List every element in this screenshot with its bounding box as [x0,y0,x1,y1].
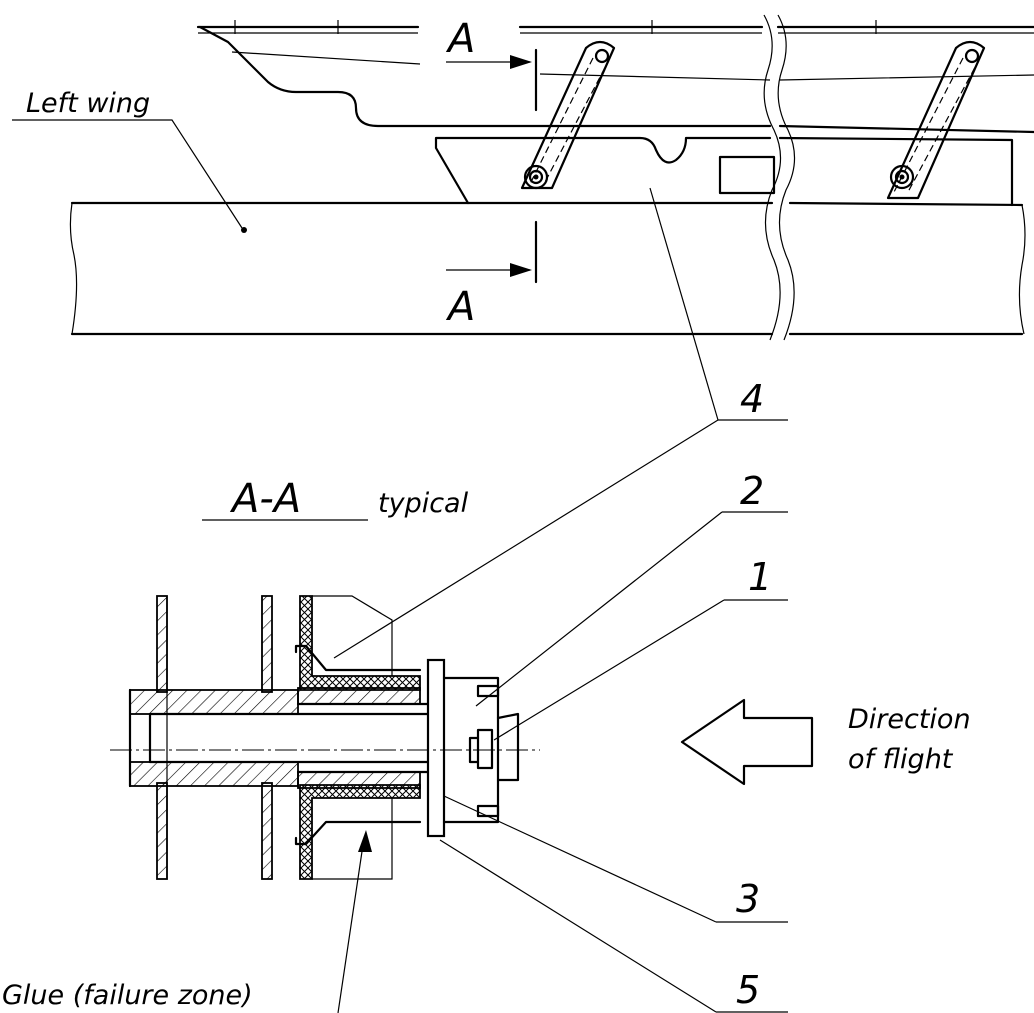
flight-text-line1: Direction [848,704,971,735]
bushing-upper [129,689,299,715]
flight-direction: Direction of flight [680,698,971,786]
hinge-fairing [434,136,1014,207]
flange-plate [426,658,446,838]
left-wing-text: Left wing [26,88,150,119]
callout-3-number: 3 [736,877,760,921]
glue-layer [294,644,422,672]
section-suffix-text: typical [378,488,469,519]
callouts: 4 2 1 3 5 [333,187,788,1013]
pin [476,728,494,770]
section-title-text: A-A [229,476,301,522]
top-view: A A Left wing [12,14,1034,341]
flight-text-line2: of flight [848,744,954,775]
glue-label: Glue (failure zone) [2,980,253,1011]
wing-panel [69,201,1026,336]
callout-2-number: 2 [740,469,764,513]
wing-rib-plate [261,595,273,693]
aileron-strip [196,20,1034,134]
nut [442,676,500,824]
section-letter-top: A [445,16,475,62]
section-letter-bottom: A [445,284,475,330]
hinge-link-right [886,40,986,200]
section-view [110,595,540,1013]
callout-1-number: 1 [748,555,772,599]
left-wing-label: Left wing [12,88,247,233]
flight-arrow-icon [680,698,814,786]
section-title: A-A typical [202,476,469,522]
callout-4-number: 4 [740,377,764,421]
glue-text: Glue (failure zone) [2,980,253,1011]
section-cut-marker: A A [445,16,538,330]
break-lines [763,14,796,341]
hinge-link-left [520,40,616,190]
composite-layer-upper [299,595,421,691]
wing-skin-plate [156,595,168,693]
callout-5-number: 5 [736,968,760,1012]
